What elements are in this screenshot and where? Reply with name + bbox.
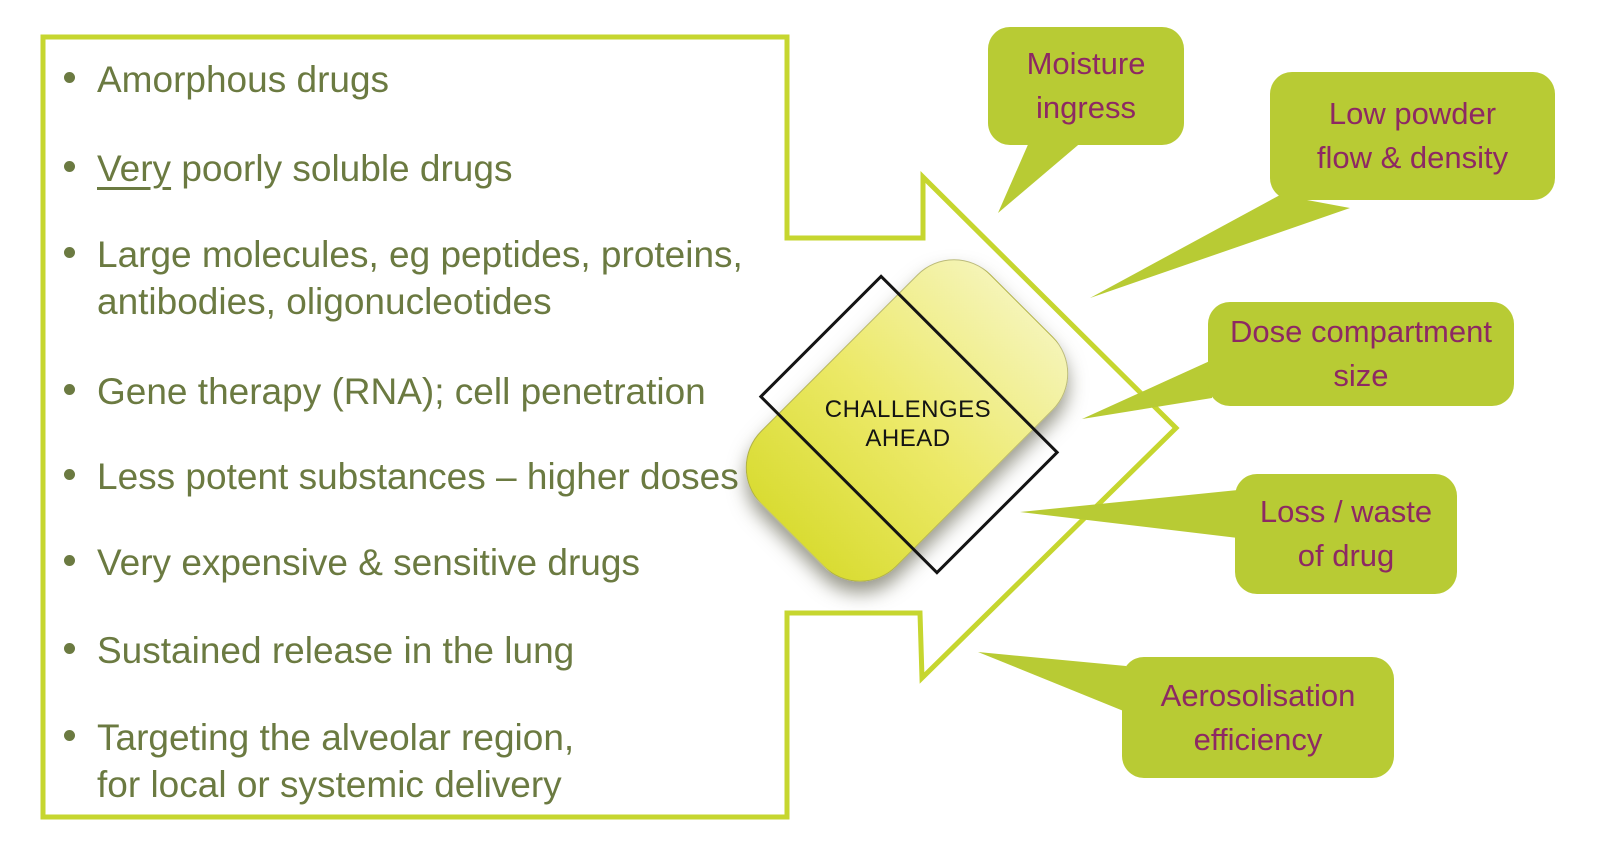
list-item-text: Very expensive & sensitive drugs <box>97 542 640 583</box>
underlined-word: Very <box>97 148 172 189</box>
callout-text: ingress <box>1036 90 1136 125</box>
callout-text: of drug <box>1297 538 1395 573</box>
list-item-text: Gene therapy (RNA); cell penetration <box>97 371 706 412</box>
challenges-badge-label: CHALLENGES AHEAD <box>758 395 1058 453</box>
callout-text: Loss / waste <box>1259 494 1433 529</box>
badge-line1: CHALLENGES <box>824 396 992 423</box>
list-item-text: for local or systemic delivery <box>97 764 562 805</box>
callout-text: flow & density <box>1316 140 1509 175</box>
moisture-bubble-tail <box>998 140 1084 213</box>
callout-text: Moisture <box>1026 46 1146 81</box>
list-item-amorphous: Amorphous drugs <box>64 56 389 103</box>
list-item-expensive: Very expensive & sensitive drugs <box>64 539 640 586</box>
badge-line2: AHEAD <box>865 425 951 452</box>
callout-text: Aerosolisation <box>1160 677 1356 713</box>
list-item-text: antibodies, oligonucleotides <box>97 281 552 322</box>
callout-text: Low powder <box>1328 96 1497 131</box>
callout-moisture-ingress: Moisture ingress <box>988 27 1184 145</box>
list-item-text: Targeting the alveolar region, <box>97 717 575 758</box>
list-item-text: Amorphous drugs <box>97 59 390 100</box>
list-item-text: Sustained release in the lung <box>97 630 575 671</box>
callout-text: size <box>1333 358 1389 393</box>
list-item-text: poorly soluble drugs <box>171 148 513 189</box>
list-item-poorly-soluble: Very poorly soluble drugs <box>64 145 512 192</box>
callout-low-powder-flow: Low powder flow & density <box>1270 72 1555 200</box>
callout-text: efficiency <box>1193 721 1323 757</box>
list-item-text: Large molecules, eg peptides, proteins, <box>97 234 743 275</box>
list-item-targeting-alveolar: Targeting the alveolar region, for local… <box>64 714 574 808</box>
callout-text: Dose compartment <box>1230 314 1492 349</box>
list-item-gene-therapy: Gene therapy (RNA); cell penetration <box>64 368 706 415</box>
list-item-less-potent: Less potent substances – higher doses <box>64 453 739 500</box>
callout-loss-waste: Loss / waste of drug <box>1235 474 1457 594</box>
list-item-text: Less potent substances – higher doses <box>97 456 739 497</box>
list-item-large-molecules: Large molecules, eg peptides, proteins, … <box>64 231 743 325</box>
callout-aerosolisation: Aerosolisation efficiency <box>1122 657 1394 778</box>
dose-compartment-bubble-tail <box>1082 360 1212 419</box>
list-item-sustained-release: Sustained release in the lung <box>64 627 574 674</box>
callout-dose-compartment: Dose compartment size <box>1208 302 1514 406</box>
low-powder-bubble-tail <box>1090 195 1350 298</box>
loss-waste-bubble-tail <box>1020 490 1238 538</box>
list-box-and-arrow-outline <box>40 34 1180 820</box>
aerosolisation-bubble-tail <box>978 652 1126 712</box>
